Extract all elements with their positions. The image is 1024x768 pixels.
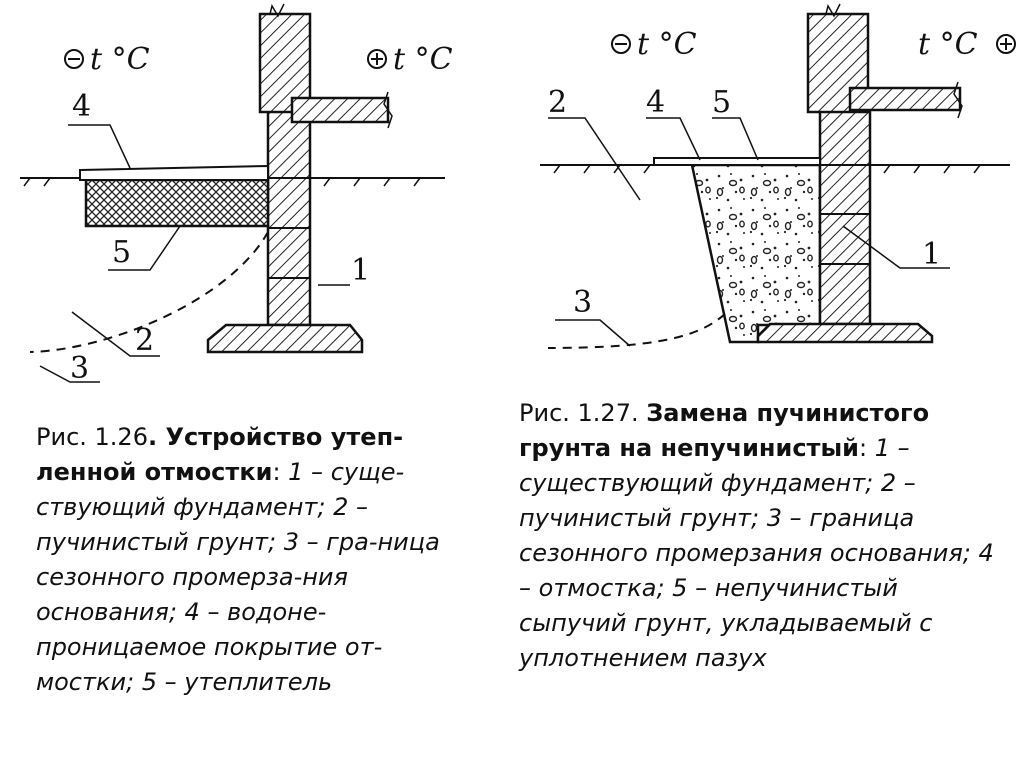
upper-wall [258,12,312,114]
temp-outside-label: t °C [64,42,150,77]
floor-slab [290,96,390,124]
caption-left-prefix: Рис. 1.26 [36,423,148,451]
left-figure: t °C t °C 4 5 1 2 3 [20,3,453,386]
svg-text:t °C: t °C [637,27,697,62]
svg-text:t °C: t °C [90,42,150,77]
caption-left: Рис. 1.26. Устройство утеп-ленной отмост… [36,420,476,700]
paving-right [653,157,821,166]
callout-1-right: 1 [922,237,941,272]
caption-left-body: 1 – суще-ствующий фундамент; 2 – пучинис… [36,458,440,696]
figures-canvas: t °C t °C 4 5 1 2 3 [20,3,1016,386]
foundation-wall-right [818,108,872,326]
ground-ticks [23,177,421,187]
caption-right-prefix: Рис. 1.27. [519,399,647,427]
svg-text:t °C: t °C [393,42,453,77]
freezing-boundary-right [547,313,726,349]
callout-1: 1 [351,253,370,288]
right-figure: t °C t °C 2 4 5 3 1 [540,3,1016,349]
caption-left-title: . Устройство утеп-ленной отмостки [36,423,404,486]
callout-5: 5 [112,235,131,270]
leader-lines [39,124,350,383]
floor-slab-right [848,86,962,112]
foundation-wall [266,108,312,327]
non-heaving-fill [690,163,822,344]
foundation-footing-right [756,322,934,344]
callout-2: 2 [135,323,154,358]
caption-right: Рис. 1.27. Замена пучинистого грунта на … [519,396,999,676]
leader-lines-right [548,117,950,347]
upper-wall-right [806,12,870,114]
insulation-layer [84,178,270,228]
caption-left-colon: : [272,458,281,486]
waterproof-paving [79,164,269,181]
caption-right-colon: : [858,434,868,462]
callout-5-right: 5 [712,85,731,120]
freezing-boundary [29,231,269,353]
temp-outside-label-right: t °C [611,27,697,62]
caption-right-title: Замена пучинистого грунта на непучинисты… [519,399,930,462]
callout-2-right: 2 [548,85,567,120]
temp-inside-label-right: t °C [918,27,1016,62]
foundation-footing [206,323,364,354]
callout-3-right: 3 [573,285,592,320]
callout-4: 4 [72,89,91,124]
temp-inside-label: t °C [367,42,453,77]
callout-4-right: 4 [646,85,665,120]
callout-3: 3 [70,351,89,386]
svg-text:t °C: t °C [918,27,978,62]
caption-right-body: 1 – существующий фундамент; 2 – пучинист… [519,434,994,672]
ground-ticks-right [553,164,981,174]
